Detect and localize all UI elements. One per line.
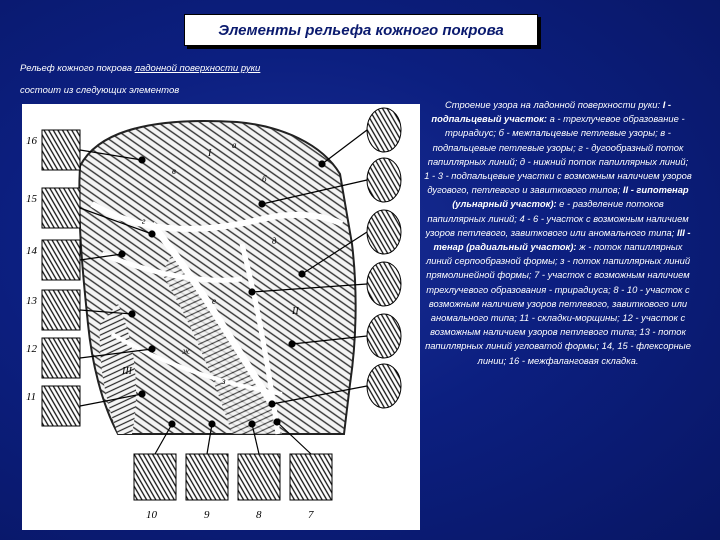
number-13: 13 <box>26 295 38 307</box>
caption-section-2-body: е - разделение потоков папиллярных линий… <box>425 198 689 238</box>
number-12: 12 <box>26 343 38 355</box>
diagram-caption: Строение узора на ладонной поверхности р… <box>424 98 692 368</box>
label-II: II <box>291 306 299 317</box>
left-print-samples <box>41 129 81 427</box>
caption-section-1-head: I - подпальцевый участок: <box>431 99 672 125</box>
label-v: в <box>172 166 176 176</box>
caption-section-3-body: ж - поток папиллярных линий серпообразно… <box>425 241 691 366</box>
intro-underlined: ладонной поверхности руки <box>134 63 261 74</box>
label-a: a <box>232 140 237 150</box>
caption-section-3-head: III - тенар (радиальный участок): <box>433 226 691 253</box>
palm-print <box>78 119 357 435</box>
right-print-samples <box>366 107 402 409</box>
number-15: 15 <box>26 193 38 205</box>
label-z: з <box>221 376 226 386</box>
number-16: 16 <box>26 135 38 147</box>
palm-diagram: 16 15 14 13 12 11 10 9 8 7 a в б г д е ж… <box>22 104 420 530</box>
label-b: б <box>262 174 267 184</box>
number-11: 11 <box>26 391 36 403</box>
intro-line-1: Рельеф кожного покрова ладонной поверхно… <box>20 58 350 80</box>
palm-diagram-svg: 16 15 14 13 12 11 10 9 8 7 a в б г д е ж… <box>26 107 402 521</box>
intro-text: Рельеф кожного покрова ладонной поверхно… <box>20 58 350 102</box>
intro-line-2: состоит из следующих элементов <box>20 85 180 96</box>
number-10: 10 <box>146 509 158 521</box>
bottom-print-samples <box>133 453 333 501</box>
label-I: I <box>207 148 212 159</box>
caption-intro: Строение узора на ладонной поверхности р… <box>444 99 661 110</box>
slide-title: Элементы рельефа кожного покрова <box>218 21 504 39</box>
caption-section-2-head: II - гипотенар (ульнарный участок): <box>452 184 689 210</box>
number-9: 9 <box>204 509 210 521</box>
label-g: г <box>142 216 146 226</box>
number-14: 14 <box>26 245 38 257</box>
label-zh: ж <box>182 346 191 356</box>
label-d: д <box>272 236 277 246</box>
number-8: 8 <box>256 509 262 521</box>
label-e: е <box>212 296 216 306</box>
leader-lines <box>79 129 368 455</box>
number-7: 7 <box>308 509 314 521</box>
caption-section-1-body: а - трехлучевое образование - трирадиус;… <box>424 113 692 196</box>
label-III: III <box>121 366 133 377</box>
intro-prefix: Рельеф кожного покрова <box>20 63 135 74</box>
slide-title-box: Элементы рельефа кожного покрова <box>184 14 538 46</box>
